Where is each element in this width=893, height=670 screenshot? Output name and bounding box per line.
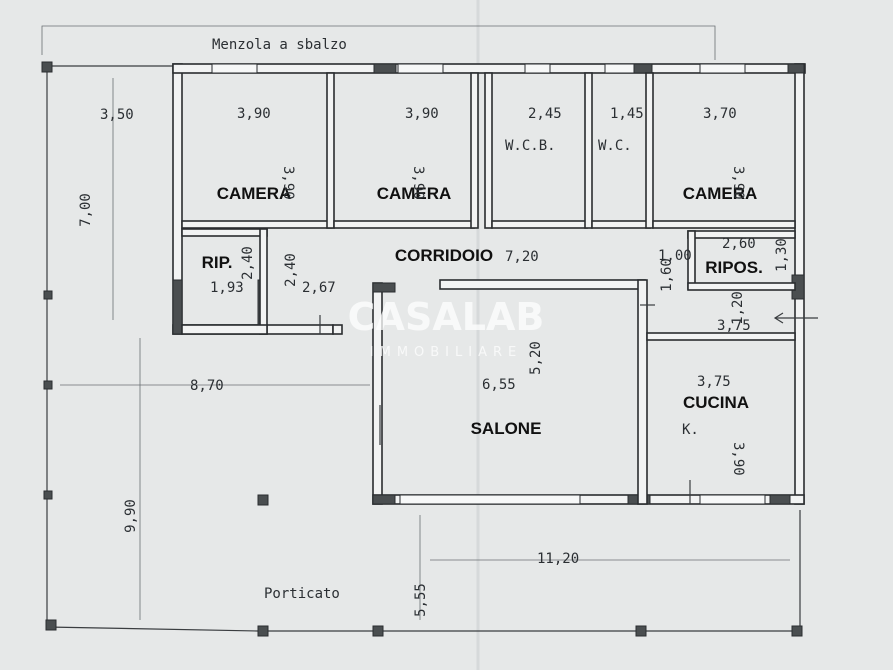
dim-camera1-depth: 3,90 [280, 166, 296, 200]
dim-corridoio-length: 7,20 [505, 249, 539, 265]
room-label-camera-1: CAMERA [217, 184, 292, 203]
dim-porch-870: 8,70 [190, 378, 224, 394]
wall-rip-east [259, 228, 268, 335]
dim-hall-depth: 1,20 [730, 291, 746, 325]
wall-wc-east [645, 72, 654, 229]
pillar [635, 625, 647, 637]
pillar [372, 282, 396, 293]
dim-camera1-width: 3,90 [237, 106, 271, 122]
pillar [633, 63, 653, 74]
wall-stub [332, 324, 343, 335]
cantilever-label: Menzola a sbalzo [212, 37, 347, 53]
wall-camera2-south [333, 220, 475, 229]
dim-ripos-side: 1,00 [658, 248, 692, 264]
room-label-rip: RIP. [202, 253, 233, 272]
room-label-corridoio: CORRIDOIO [395, 246, 493, 265]
wall-camera2-east [470, 72, 479, 229]
dim-corridoio-depth: 2,40 [283, 253, 299, 287]
porticato-label: Porticato [264, 586, 340, 602]
entrance-arrow-head [773, 312, 784, 324]
pillar [787, 63, 805, 74]
dim-camera2-width: 3,90 [405, 106, 439, 122]
kitchen-mark: K. [682, 422, 699, 438]
window [699, 63, 746, 74]
pillar [791, 625, 803, 637]
room-label-wc: W.C. [598, 138, 632, 154]
window [211, 63, 258, 74]
dim-hall-width: 3,75 [717, 318, 751, 334]
wall-wcb-south [491, 220, 588, 229]
dim-rip-depth: 2,40 [240, 246, 256, 280]
window [397, 63, 444, 74]
watermark-brand: CASALAB [348, 295, 545, 339]
dim-salone-width: 6,55 [482, 377, 516, 393]
pillar [172, 279, 183, 335]
dim-ripos-depth: 1,30 [774, 238, 790, 272]
dim-wc-width: 1,45 [610, 106, 644, 122]
wall-wc-south [591, 220, 651, 229]
dim-salone-depth: 5,20 [528, 341, 544, 375]
watermark-sub: IMMOBILIARE [370, 345, 522, 360]
wall-camera1-south [181, 220, 333, 229]
wall-rip-south [181, 324, 268, 335]
room-label-salone: SALONE [471, 419, 542, 438]
room-label-camera-2: CAMERA [377, 184, 452, 203]
dim-wcb-width: 2,45 [528, 106, 562, 122]
wall-salone-east [637, 279, 648, 505]
pillar [41, 61, 53, 73]
room-label-wcb: W.C.B. [505, 138, 556, 154]
wall-camera3-south [652, 220, 796, 229]
dim-corridoio-width: 2,67 [302, 280, 336, 296]
dim-camera3-depth: 3,90 [730, 166, 746, 200]
cantilever-outline [41, 25, 716, 60]
pillar [43, 380, 53, 390]
dim-camera3-width: 3,70 [703, 106, 737, 122]
pillar [373, 63, 397, 74]
dim-ripos-width: 2,60 [722, 236, 756, 252]
dim-camera2-depth: 3,90 [410, 166, 426, 200]
pillar [769, 494, 791, 505]
room-label-camera-3: CAMERA [683, 184, 758, 203]
wall-rip-north [181, 228, 268, 237]
window [699, 494, 766, 505]
dim-porch-700: 7,00 [78, 193, 94, 227]
wall-wcb-west [484, 72, 493, 229]
pillar [372, 494, 396, 505]
wall-cucina-north [646, 332, 796, 341]
room-label-ripos: RIPOS. [705, 258, 763, 277]
dim-cucina-width: 3,75 [697, 374, 731, 390]
pillar [372, 625, 384, 637]
pillar [43, 290, 53, 300]
pillar [257, 625, 269, 637]
pillar [43, 490, 53, 500]
window [399, 494, 581, 505]
wall-camera1-east [326, 72, 335, 229]
pillar [45, 619, 57, 631]
wall-wcb-east [584, 72, 593, 229]
dim-porch-555: 5,55 [413, 583, 429, 617]
dim-corridoio-extra: 1,60 [659, 258, 675, 292]
dim-porch-350: 3,50 [100, 107, 134, 123]
dim-porch-990: 9,90 [123, 499, 139, 533]
dim-rip-width: 1,93 [210, 280, 244, 296]
dim-porch-1120: 11,20 [537, 551, 579, 567]
wall-ripos-south [687, 282, 796, 291]
window [604, 63, 636, 74]
room-label-cucina: CUCINA [683, 393, 749, 412]
dim-cucina-depth: 3,90 [730, 442, 746, 476]
wall-salone-north [439, 279, 646, 290]
pillar [257, 494, 269, 506]
window [524, 63, 551, 74]
